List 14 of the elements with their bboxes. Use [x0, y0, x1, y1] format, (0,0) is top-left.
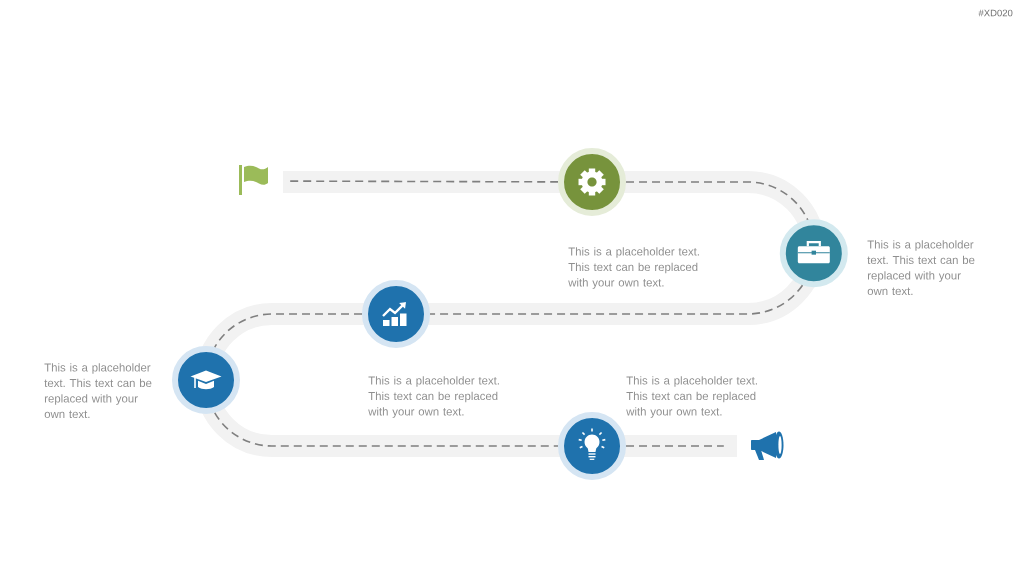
slide-code: #XD020: [978, 9, 1013, 17]
dashed-line: [213, 313, 363, 348]
description-text: This is a placeholder text. This text can be replaced with your own text.: [568, 247, 699, 289]
megaphone-icon: [751, 431, 784, 460]
description-text: This is a placeholder text. This text can be replaced with your own text.: [867, 240, 975, 296]
flag-icon: [239, 165, 268, 195]
dashed-line: [289, 180, 559, 183]
dashed-line: [213, 412, 559, 447]
dashed-line: [625, 181, 809, 221]
description-text: This is a placeholder text. This text can be replaced with your own text.: [44, 363, 152, 419]
dashed-line: [429, 284, 804, 315]
description-text: This is a placeholder text. This text can be replaced with your own text.: [368, 376, 499, 418]
dashed-line: [625, 445, 725, 447]
description-text: This is a placeholder text. This text can be replaced with your own text.: [626, 376, 757, 418]
